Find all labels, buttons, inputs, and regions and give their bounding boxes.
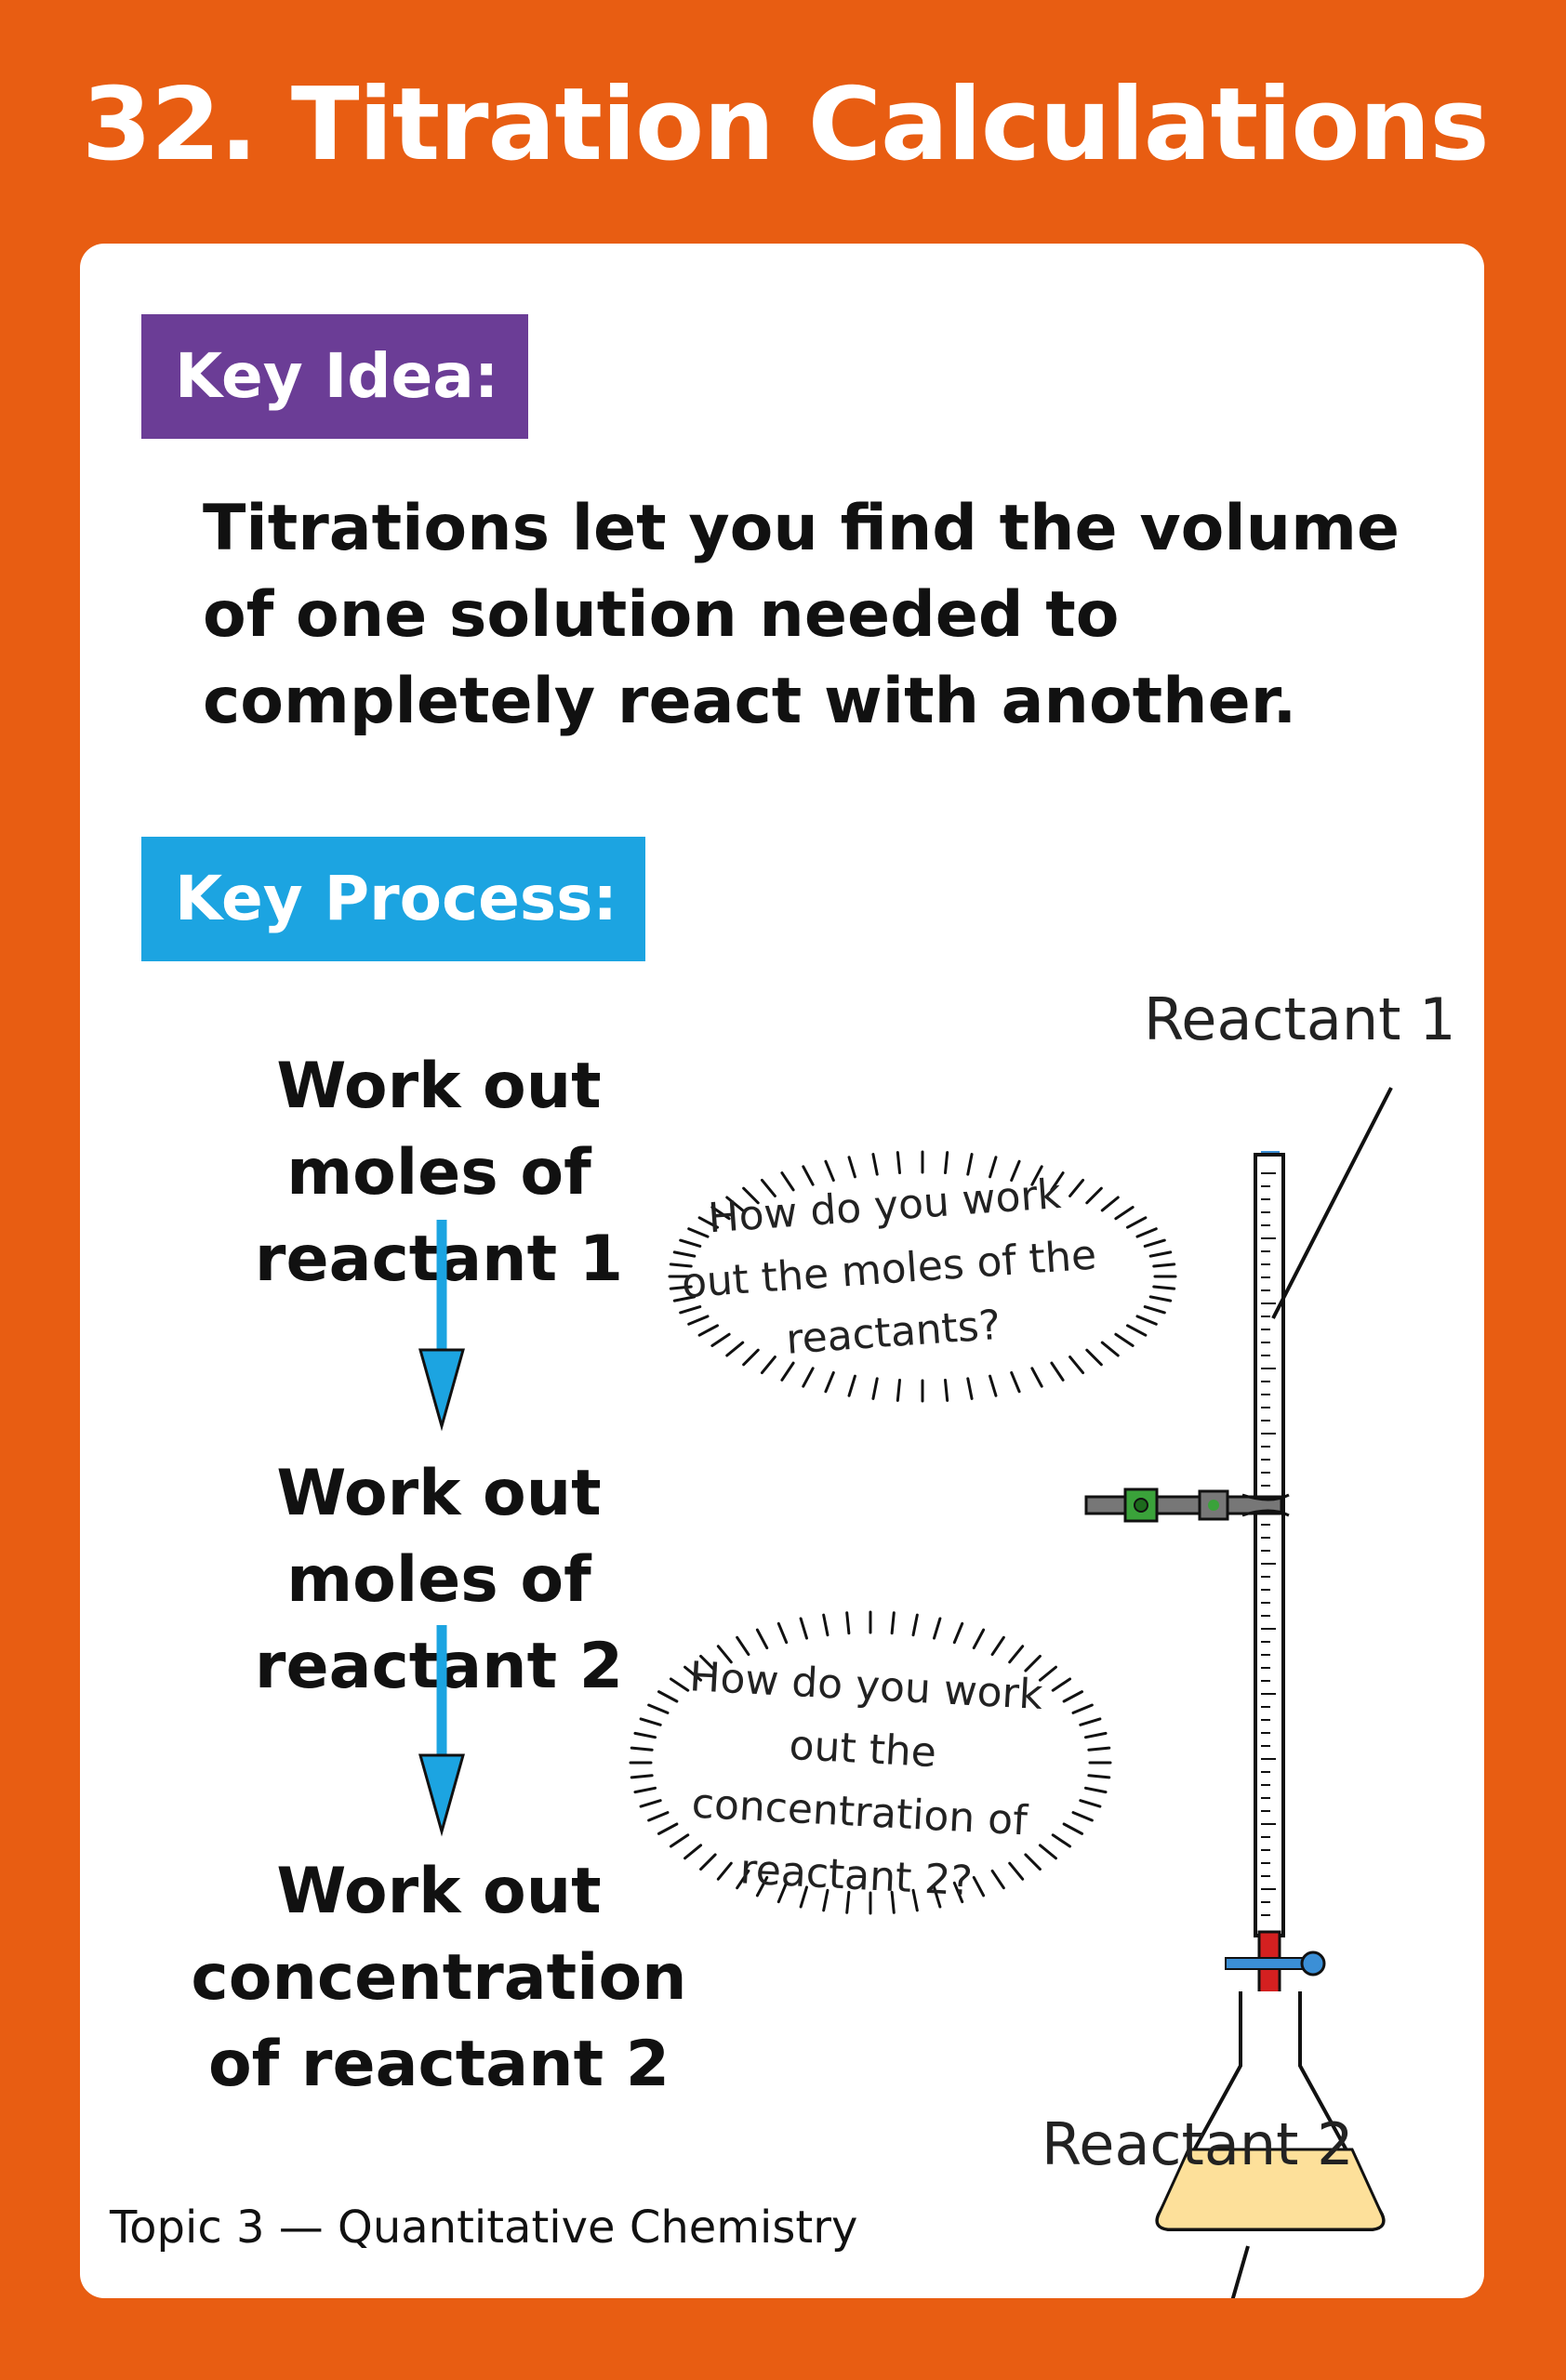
reactant-2-label: Reactant 2 — [1042, 2110, 1354, 2178]
question-text-1: How do you work out the moles of the rea… — [680, 1170, 1098, 1364]
key-process-label: Key Process: — [141, 837, 645, 961]
down-arrow-icon — [418, 1625, 465, 1837]
footer-topic: Topic 3 — Quantitative Chemistry — [110, 2202, 858, 2254]
key-idea-text: Titrations let you find the volume of on… — [203, 492, 1400, 738]
key-idea-label: Key Idea: — [141, 314, 528, 439]
conical-flask-icon — [1155, 1991, 1386, 2298]
down-arrow-icon — [418, 1220, 465, 1432]
reactant-1-label: Reactant 1 — [1144, 985, 1456, 1053]
process-step-3: Work out concentration of reactant 2 — [191, 1855, 687, 2101]
process-diagram — [418, 1087, 1393, 2298]
clamp-stand-icon — [1084, 1488, 1290, 1523]
question-bubble-1 — [668, 1150, 1177, 1403]
page-title: 32. Titration Calculations — [82, 67, 1490, 183]
question-bubble-2 — [629, 1610, 1112, 1915]
content-card: Key Idea: Titrations let you find the vo… — [80, 244, 1484, 2298]
question-text-2: How do you work out the concentration of… — [688, 1653, 1044, 1906]
